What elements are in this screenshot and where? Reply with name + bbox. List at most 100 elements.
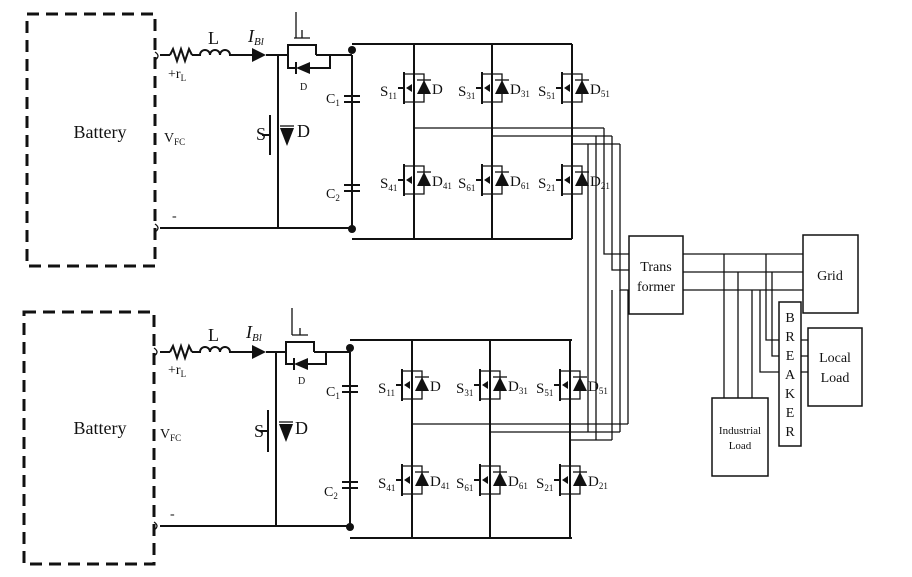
top-terminal-plus	[154, 51, 159, 61]
top-battery-label: Battery	[74, 122, 127, 142]
svg-text:+rL: +rL	[168, 67, 186, 83]
diode-label: D31	[508, 379, 528, 396]
svg-text:D: D	[295, 418, 308, 438]
switch-label: S51	[538, 84, 555, 101]
svg-text:C2: C2	[324, 485, 338, 501]
industrial-label-1: Industrial	[719, 425, 761, 437]
diode-D21	[575, 172, 589, 186]
diode-D61	[493, 472, 507, 486]
svg-text:VFC: VFC	[164, 131, 185, 147]
diode-D41	[417, 172, 431, 186]
svg-text:L: L	[208, 325, 219, 345]
diode-D	[415, 377, 429, 391]
svg-text:S: S	[254, 421, 264, 441]
svg-text:+rL: +rL	[168, 363, 186, 379]
top-inductor-label: L	[208, 28, 219, 48]
svg-text:D: D	[297, 121, 310, 141]
diode-label: D41	[430, 474, 450, 491]
svg-text:C1: C1	[326, 385, 340, 401]
diode-label: D61	[510, 174, 530, 191]
bottom-battery-label: Battery	[74, 418, 127, 438]
switch-cell-S41: S41 D41	[380, 158, 452, 202]
bottom-labels: L IBl +rL VFC - C1 C2	[160, 322, 340, 522]
top-current-arrow	[252, 48, 266, 62]
switch-cell-S61: S61 D61	[458, 158, 530, 202]
svg-text:D: D	[298, 376, 305, 387]
diode-label: D21	[588, 474, 608, 491]
switch-label: S21	[536, 476, 553, 493]
breaker-letter: K	[785, 387, 795, 402]
switch-label: S61	[456, 476, 473, 493]
svg-text:-: -	[172, 209, 177, 224]
switch-label: S51	[536, 381, 553, 398]
top-terminal-minus	[154, 223, 159, 233]
top-boost-switch	[262, 115, 271, 155]
diode-label: D31	[510, 82, 530, 99]
switch-cell-S51: S51 D51	[536, 363, 608, 407]
switch-label: S21	[538, 176, 555, 193]
diode-label: D51	[588, 379, 608, 396]
diode-label: D21	[590, 174, 610, 191]
switch-cell-S51: S51 D51	[538, 66, 610, 110]
switch-cell-S31: S31 D31	[456, 363, 528, 407]
switch-label: S11	[378, 381, 395, 398]
top-cap-c1	[344, 95, 360, 103]
svg-text:D: D	[300, 82, 307, 93]
diode-label: D	[430, 379, 441, 395]
diode-D21	[573, 472, 587, 486]
svg-text:S: S	[256, 124, 266, 144]
transformer-label-1: Trans	[640, 260, 671, 275]
diode-label: D51	[590, 82, 610, 99]
top-inductor	[192, 49, 252, 56]
diode-label: D41	[432, 174, 452, 191]
breaker-letter: A	[785, 368, 796, 383]
switch-label: S11	[380, 84, 397, 101]
local-load-box	[807, 327, 863, 407]
switch-label: S41	[378, 476, 395, 493]
breaker-letter: R	[785, 425, 795, 440]
svg-text:IBl: IBl	[245, 322, 262, 344]
svg-text:VFC: VFC	[160, 427, 181, 443]
diode-D31	[493, 377, 507, 391]
diode-D51	[573, 377, 587, 391]
grid-box	[802, 234, 859, 314]
switch-label: S31	[458, 84, 475, 101]
diode-D31	[495, 80, 509, 94]
top-series-gate	[294, 12, 310, 39]
top-battery-box	[25, 12, 157, 268]
transformer-label-2: former	[637, 280, 675, 295]
top-resistor	[169, 45, 193, 65]
bottom-circuit: Battery D S D	[22, 136, 629, 566]
breaker-letter: E	[786, 349, 795, 364]
top-series-diode	[296, 62, 310, 74]
svg-text:-: -	[170, 507, 175, 522]
switch-cell-S41: S41 D41	[378, 458, 450, 502]
top-circuit: Battery D S D	[25, 12, 630, 291]
local-load-label-2: Load	[821, 371, 850, 386]
breaker-box	[778, 301, 802, 447]
transformer-box	[628, 235, 684, 315]
industrial-label-2: Load	[729, 440, 752, 452]
switch-cell-S11: S11 D	[378, 363, 441, 407]
switch-label: S31	[456, 381, 473, 398]
switch-cell-S31: S31 D31	[458, 66, 530, 110]
svg-text:C2: C2	[326, 187, 340, 203]
breaker-letter: B	[785, 311, 794, 326]
local-load-label-1: Local	[819, 351, 851, 366]
switch-cell-S21: S21 D21	[536, 458, 608, 502]
diode-D51	[575, 80, 589, 94]
switch-label: S41	[380, 176, 397, 193]
diode-D61	[495, 172, 509, 186]
grid-side: Trans former Grid Industrial Load BREAKE…	[628, 234, 863, 477]
top-boost-diode	[280, 128, 294, 146]
industrial-load-box	[711, 397, 769, 477]
top-cap-c2	[344, 184, 360, 192]
top-labels: L IBl +rL VFC - C1 C2	[164, 26, 340, 224]
switch-label: S61	[458, 176, 475, 193]
diode-D	[417, 80, 431, 94]
